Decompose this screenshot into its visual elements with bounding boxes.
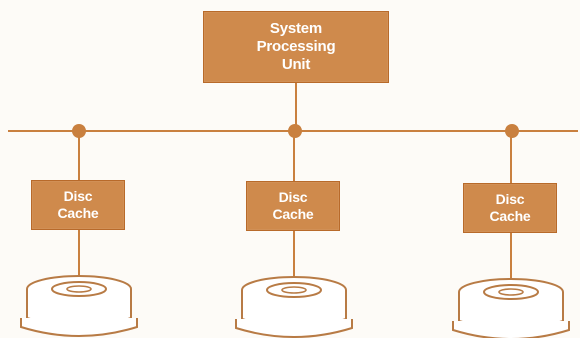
disc-cache-label: Disc Cache bbox=[272, 189, 314, 222]
system-processing-unit-box: System Processing Unit bbox=[203, 11, 389, 83]
disk-drive-icon bbox=[452, 278, 570, 338]
bus-node bbox=[288, 124, 302, 138]
bus-node bbox=[505, 124, 519, 138]
disc-cache-label: Disc Cache bbox=[489, 191, 531, 224]
disc-cache-box: Disc Cache bbox=[246, 181, 340, 231]
disc-cache-box: Disc Cache bbox=[31, 180, 125, 230]
disc-cache-label: Disc Cache bbox=[57, 188, 99, 221]
disc-cache-box: Disc Cache bbox=[463, 183, 557, 233]
system-processing-unit-label: System Processing Unit bbox=[256, 20, 336, 73]
disk-drive-icon bbox=[235, 276, 353, 338]
disk-drive-icon bbox=[20, 275, 138, 337]
bus-node bbox=[72, 124, 86, 138]
